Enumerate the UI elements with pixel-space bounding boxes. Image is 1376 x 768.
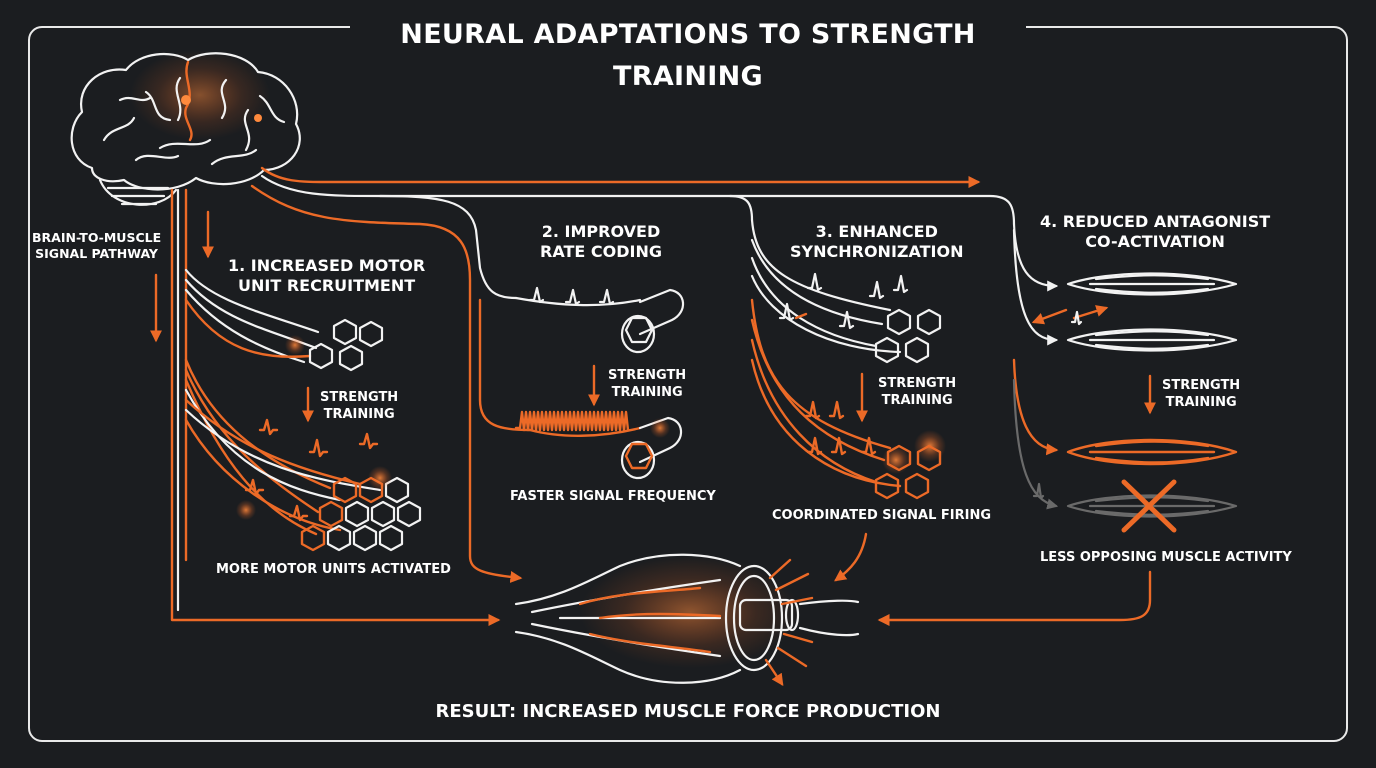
agonist-muscle-after — [1066, 438, 1238, 466]
cross-out-icon — [1121, 479, 1177, 533]
section-4-caption: LESS OPPOSING MUSCLE ACTIVITY — [1040, 550, 1292, 565]
section-3-heading-line-2: SYNCHRONIZATION — [790, 242, 964, 262]
section-1-training-line-2: TRAINING — [323, 406, 395, 422]
pathway-label-line-2: SIGNAL PATHWAY — [35, 246, 158, 261]
motor-units-synced — [874, 430, 946, 500]
nerve-fiber-before — [620, 288, 685, 354]
brain-icon — [70, 50, 301, 206]
section-3-training-line-1: STRENGTH — [878, 376, 957, 391]
brain-to-muscle-pathway — [150, 166, 1016, 626]
section-4-antagonist — [877, 222, 1238, 626]
pathway-label-line-1: BRAIN-TO-MUSCLE — [32, 230, 162, 245]
motor-units-after — [236, 466, 422, 552]
section-2-caption: FASTER SIGNAL FREQUENCY — [510, 489, 716, 504]
section-4-heading-line-1: 4. REDUCED ANTAGONIST — [1040, 212, 1271, 231]
section-1-training-label: STRENGTH TRAINING — [320, 390, 398, 423]
page-title: NEURAL ADAPTATIONS TO STRENGTH TRAINING — [350, 14, 1026, 92]
section-4-heading: 4. REDUCED ANTAGONIST CO-ACTIVATION — [1040, 212, 1270, 253]
section-4-training-label: STRENGTH TRAINING — [1162, 378, 1240, 411]
agonist-muscle-before — [1066, 272, 1238, 296]
section-3-heading-line-1: 3. ENHANCED — [815, 222, 938, 241]
section-3-synchronization — [750, 218, 946, 582]
section-2-rate-coding — [514, 286, 685, 480]
section-4-training-line-2: TRAINING — [1165, 394, 1237, 410]
section-1-caption: MORE MOTOR UNITS ACTIVATED — [216, 562, 451, 577]
result-label: RESULT: INCREASED MUSCLE FORCE PRODUCTIO… — [435, 701, 941, 722]
section-4-training-line-1: STRENGTH — [1162, 378, 1241, 393]
pathway-label: BRAIN-TO-MUSCLE SIGNAL PATHWAY — [32, 230, 161, 262]
section-1-motor-recruitment — [184, 268, 422, 552]
section-1-training-line-1: STRENGTH — [320, 390, 399, 405]
antagonist-muscle-after — [1066, 494, 1238, 518]
section-2-heading-line-2: RATE CODING — [540, 242, 662, 262]
section-2-training-label: STRENGTH TRAINING — [608, 368, 686, 401]
section-3-training-label: STRENGTH TRAINING — [878, 376, 956, 409]
result-muscle-icon — [514, 553, 860, 684]
antagonist-muscle-before — [1066, 328, 1238, 352]
section-2-heading-line-1: 2. IMPROVED — [541, 222, 661, 241]
nerve-fiber-after — [620, 416, 683, 480]
section-3-training-line-2: TRAINING — [881, 392, 953, 408]
section-2-training-line-1: STRENGTH — [608, 368, 687, 383]
section-2-heading: 2. IMPROVED RATE CODING — [540, 222, 662, 263]
motor-units-before — [285, 318, 384, 372]
section-2-training-line-2: TRAINING — [611, 384, 683, 400]
section-3-heading: 3. ENHANCED SYNCHRONIZATION — [790, 222, 964, 263]
section-4-heading-line-2: CO-ACTIVATION — [1085, 232, 1225, 252]
section-3-caption: COORDINATED SIGNAL FIRING — [772, 508, 992, 523]
section-1-heading: 1. INCREASED MOTOR UNIT RECRUITMENT — [228, 256, 425, 297]
motor-units-unsynced — [874, 308, 942, 364]
section-1-heading-line-2: UNIT RECRUITMENT — [238, 276, 416, 296]
section-1-heading-line-1: 1. INCREASED MOTOR — [228, 256, 426, 275]
